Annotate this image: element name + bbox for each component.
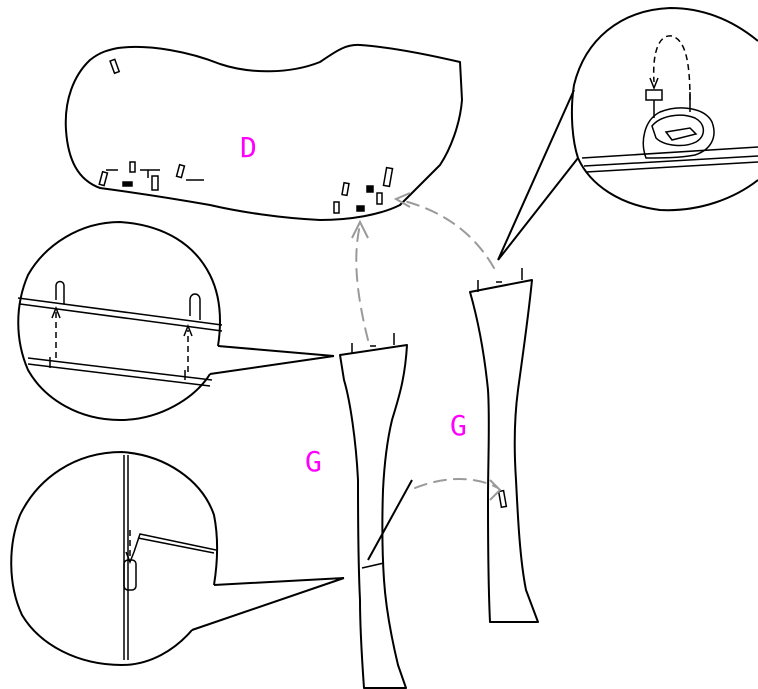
- callout-arrows-middle-left: [55, 312, 189, 372]
- motion-arrow-left-leg: [351, 219, 369, 239]
- motion-paths: [351, 192, 502, 501]
- motion-path-right-leg: [399, 199, 495, 269]
- callout-circle-top-right: [570, 7, 758, 212]
- label-d: D: [240, 131, 257, 164]
- label-g-left: G: [305, 445, 322, 478]
- motion-path-middle: [414, 478, 499, 489]
- callout-arrowheads-middle-left: [51, 305, 193, 337]
- panel-d-outline: [64, 43, 463, 221]
- callout-pointer-middle-left: [209, 345, 335, 375]
- motion-arrow-right-leg: [393, 192, 411, 208]
- callout-arrowhead-bottom-left: [125, 551, 135, 565]
- panel-d-slots: [98, 58, 394, 214]
- callout-pointer-top-right: [497, 89, 579, 261]
- callout-detail-bottom-left: [123, 455, 217, 660]
- leg-g-right-tabs: [477, 268, 523, 292]
- callout-detail-top-right: [581, 89, 758, 173]
- callout-circle-bottom-left: [10, 451, 218, 666]
- callout-arrowhead-top-right: [649, 77, 659, 91]
- label-g-right: G: [450, 409, 467, 442]
- leg-g-left: G: [305, 333, 408, 689]
- leg-g-left-outline: [339, 344, 408, 689]
- motion-path-left-leg: [355, 224, 369, 341]
- detail-callout-bottom-left: [10, 451, 345, 666]
- detail-callout-middle-left: [17, 221, 335, 421]
- leg-g-left-tabs: [351, 333, 395, 353]
- callout-pointer-leg-joint: [367, 479, 413, 561]
- panel-d: D: [64, 43, 463, 221]
- callout-pointer-bottom-left: [191, 577, 345, 631]
- leg-g-right-slot: [497, 489, 508, 509]
- leg-g-right-outline: [469, 279, 539, 623]
- callout-dashed-arrow-top-right: [652, 35, 691, 101]
- motion-arrow-middle: [489, 479, 502, 501]
- leg-g-right: G: [450, 268, 539, 623]
- leg-g-left-joint-line: [361, 562, 385, 569]
- callout-circle-middle-left: [17, 221, 221, 421]
- detail-callout-top-right: [497, 7, 758, 261]
